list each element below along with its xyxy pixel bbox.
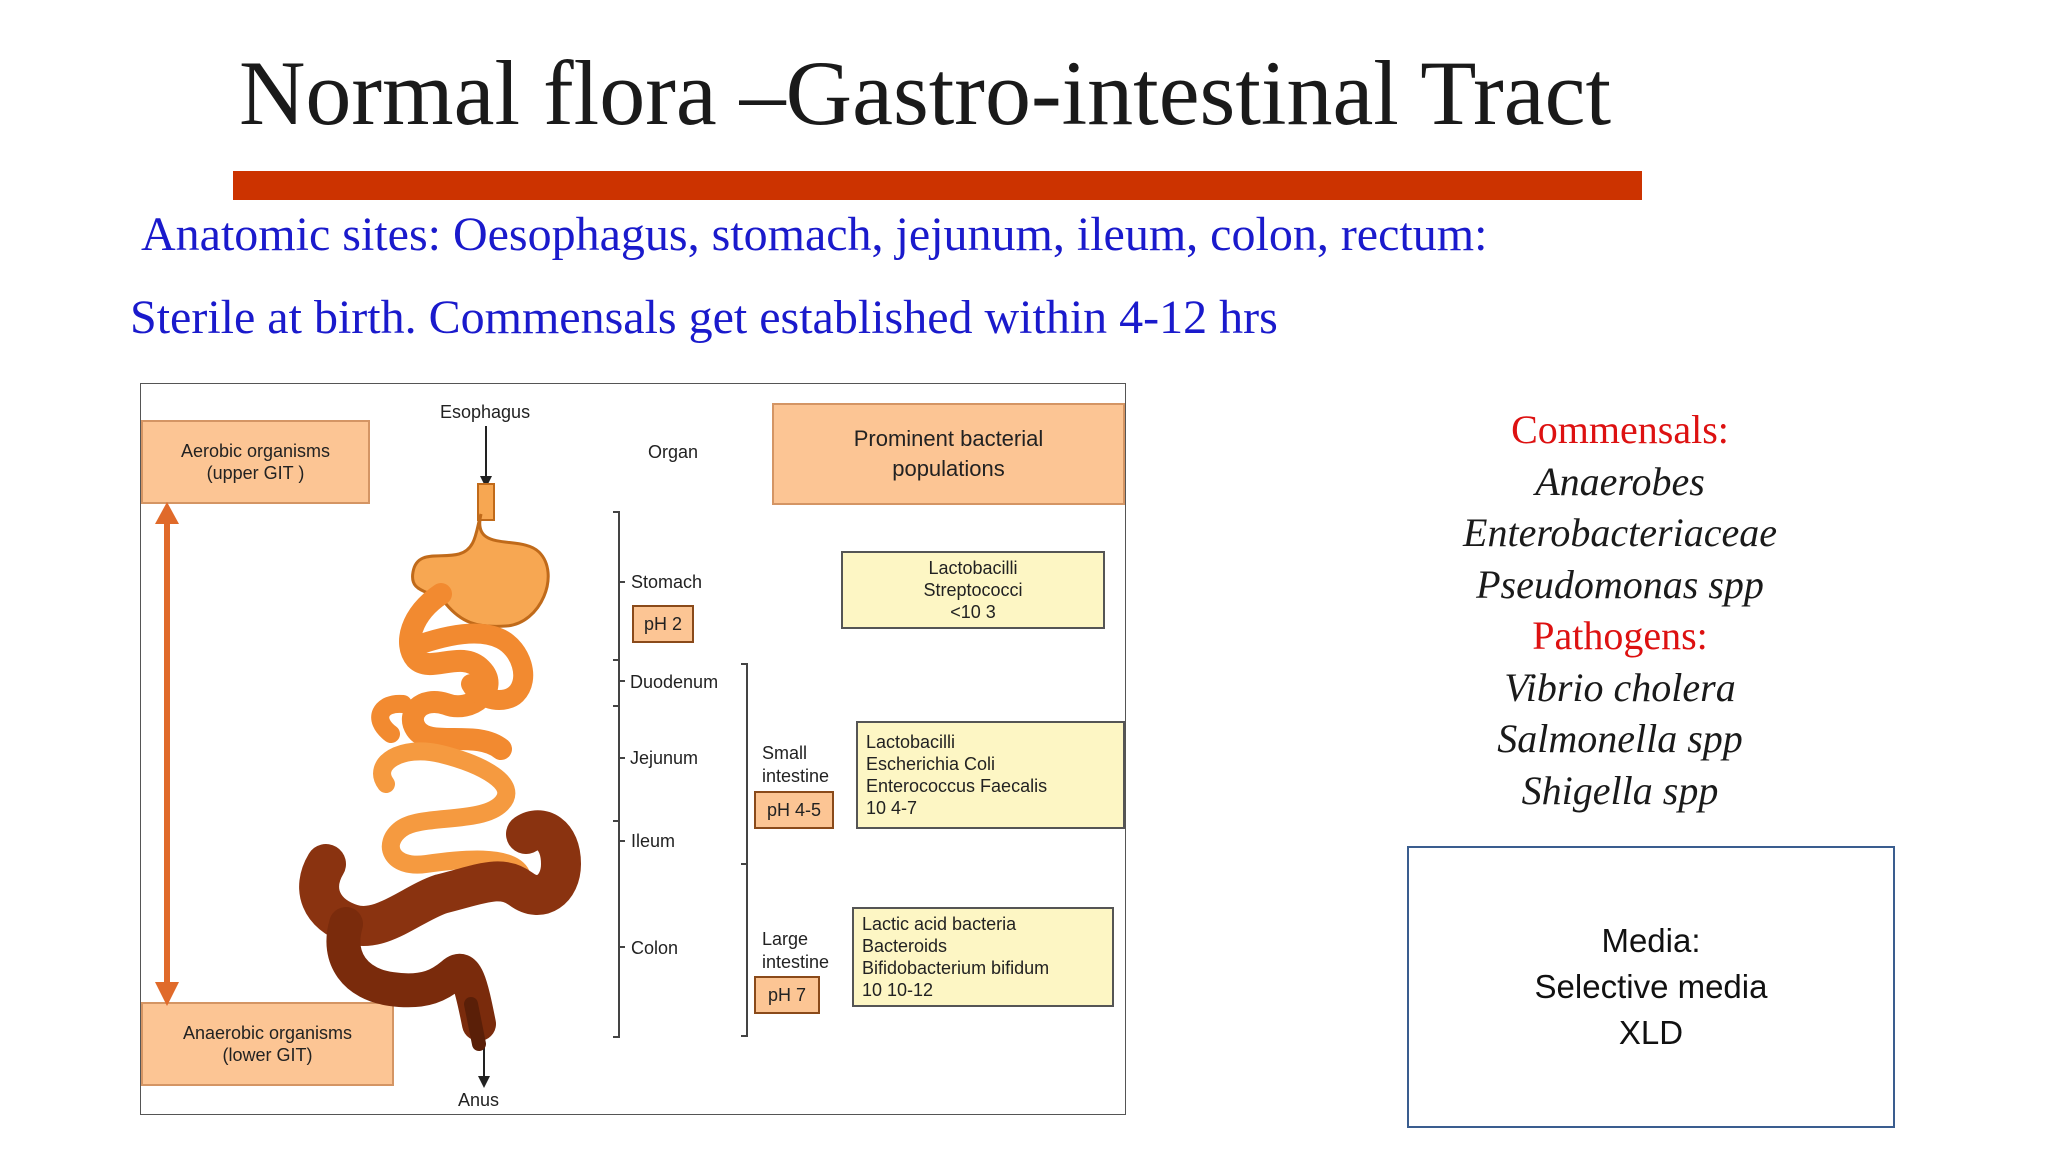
prominent-label-line2: populations xyxy=(892,456,1005,481)
colon-label: Colon xyxy=(631,938,679,958)
ph-small-intestine-box: pH 4-5 xyxy=(754,791,834,829)
organ-header-label: Organ xyxy=(648,442,699,462)
small-bacteria-1: Lactobacilli xyxy=(866,732,956,752)
large-bacteria-3: Bifidobacterium bifidum xyxy=(862,958,1050,978)
commensal-item: Pseudomonas spp xyxy=(1476,561,1764,607)
pathogen-item: Vibrio cholera xyxy=(1504,664,1736,710)
large-intestine-line2: intestine xyxy=(762,952,830,972)
ph-large-value: pH 7 xyxy=(767,985,807,1005)
aerobic-label: Aerobic organisms xyxy=(180,441,331,461)
aerobic-anaerobic-gradient-arrow xyxy=(155,502,179,1006)
large-bacteria-count: 10 10-12 xyxy=(862,980,934,1000)
small-intestine-bacteria-box: Lactobacilli Escherichia Coli Enterococc… xyxy=(856,721,1125,829)
anus-label: Anus xyxy=(458,1090,500,1110)
ileum-label: Ileum xyxy=(631,831,676,851)
commensal-item: Anaerobes xyxy=(1535,458,1705,504)
commensal-item: Enterobacteriaceae xyxy=(1463,510,1777,555)
large-intestine-line1: Large xyxy=(762,929,809,949)
jejunum-label: Jejunum xyxy=(630,748,699,768)
large-bacteria-1: Lactic acid bacteria xyxy=(862,914,1017,934)
small-bacteria-count: 10 4-7 xyxy=(866,798,918,818)
large-bacteria-2: Bacteroids xyxy=(862,936,948,956)
anatomic-sites-text: Anatomic sites: Oesophagus, stomach, jej… xyxy=(141,208,1488,261)
ph-stomach-box: pH 2 xyxy=(632,605,694,643)
stomach-bacteria-1: Lactobacilli xyxy=(928,558,1018,578)
small-intestine-line2: intestine xyxy=(762,766,830,786)
small-intestine-line1: Small xyxy=(762,743,808,763)
pathogens-heading: Pathogens: xyxy=(1532,613,1708,658)
aerobic-sublabel: (upper GIT ) xyxy=(206,463,305,483)
pathogen-item: Salmonella spp xyxy=(1497,716,1743,761)
slide-title: Normal flora –Gastro-intestinal Tract xyxy=(238,42,1612,144)
anus-arrow xyxy=(478,1044,490,1088)
media-heading: Media: xyxy=(1601,922,1701,959)
prominent-label-line1: Prominent bacterial xyxy=(853,426,1044,451)
stomach-bacteria-box: Lactobacilli Streptococci <10 3 xyxy=(841,551,1105,629)
esophagus-arrow xyxy=(480,426,492,488)
title-underline-bar xyxy=(233,171,1642,200)
anaerobic-organisms-box: Anaerobic organisms (lower GIT) xyxy=(141,1002,394,1086)
duodenum-label: Duodenum xyxy=(630,672,719,692)
stomach-bacteria-count: <10 3 xyxy=(950,602,996,622)
media-line2: XLD xyxy=(1618,1014,1684,1051)
aerobic-organisms-box: Aerobic organisms (upper GIT ) xyxy=(141,420,370,504)
media-box: Media: Selective media XLD xyxy=(1407,846,1895,1128)
stomach-label: Stomach xyxy=(631,572,703,592)
esophagus-label: Esophagus xyxy=(440,402,531,422)
ph-small-value: pH 4-5 xyxy=(766,800,822,820)
large-intestine-bacteria-box: Lactic acid bacteria Bacteroids Bifidoba… xyxy=(852,907,1114,1007)
upper-gut-illustration xyxy=(371,483,550,883)
small-bacteria-2: Escherichia Coli xyxy=(866,754,996,774)
small-bacteria-3: Enterococcus Faecalis xyxy=(866,776,1048,796)
media-line1: Selective media xyxy=(1534,968,1768,1005)
gi-tract-figure: Aerobic organisms (upper GIT ) Anaerobic… xyxy=(140,383,1126,1115)
stomach-bacteria-2: Streptococci xyxy=(923,580,1023,600)
large-intestine-label: Large intestine xyxy=(762,928,829,974)
organisms-list: Commensals: Anaerobes Enterobacteriaceae… xyxy=(1390,404,1850,816)
sterile-at-birth-text: Sterile at birth. Commensals get establi… xyxy=(130,291,1278,344)
pathogen-item: Shigella spp xyxy=(1521,767,1719,813)
ph-large-intestine-box: pH 7 xyxy=(754,976,820,1014)
ph-stomach-value: pH 2 xyxy=(643,614,683,634)
anaerobic-label: Anaerobic organisms xyxy=(182,1023,353,1043)
commensals-heading: Commensals: xyxy=(1511,407,1729,452)
anaerobic-sublabel: (lower GIT) xyxy=(222,1045,313,1065)
prominent-bacteria-header-box: Prominent bacterial populations xyxy=(772,403,1125,505)
small-intestine-label: Small intestine xyxy=(762,742,829,788)
